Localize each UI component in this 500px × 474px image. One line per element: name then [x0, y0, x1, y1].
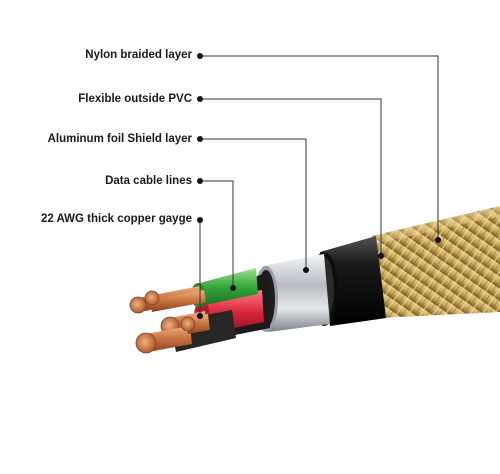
- leader-nylon: [200, 55, 439, 240]
- leader-data: [200, 180, 234, 288]
- label-nylon-braided-layer: Nylon braided layer: [85, 49, 192, 61]
- label-aluminum-foil-shield: Aluminum foil Shield layer: [47, 133, 192, 145]
- leader-pvc: [200, 98, 382, 256]
- dot-pvc-start: [197, 96, 203, 102]
- label-data-cable-lines: Data cable lines: [105, 175, 192, 187]
- leader-foil: [200, 138, 307, 270]
- dot-data-start: [197, 178, 203, 184]
- dot-nylon-start: [197, 53, 203, 59]
- dot-pvc-end: [378, 253, 384, 259]
- dot-foil-end: [303, 267, 309, 273]
- leader-dots: [197, 53, 441, 319]
- label-copper-gauge: 22 AWG thick copper gayge: [40, 213, 192, 225]
- leader-lines: [199, 55, 439, 316]
- nylon-braid: [372, 206, 500, 318]
- dot-foil-start: [197, 136, 203, 142]
- dot-copper-start: [197, 217, 203, 223]
- copper-strands: [129, 286, 210, 354]
- dot-nylon-end: [435, 237, 441, 243]
- dot-data-end: [230, 285, 236, 291]
- dot-copper-end: [197, 313, 203, 319]
- label-flexible-outside-pvc: Flexible outside PVC: [78, 93, 192, 105]
